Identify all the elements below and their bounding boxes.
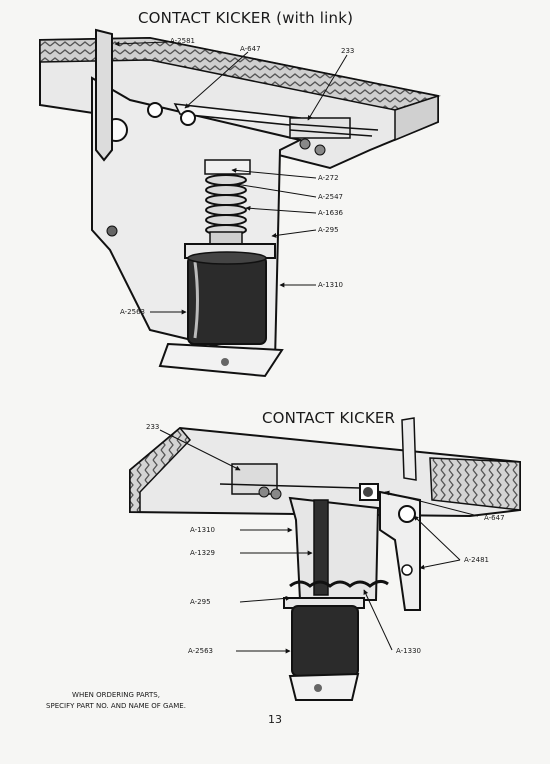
coil-base-plate-top [158, 342, 284, 378]
top-assembly [39, 28, 441, 378]
spring-a1636 [205, 174, 247, 236]
mount-screw-top [106, 225, 118, 237]
label-a1330: A-1330 [396, 647, 421, 655]
bottom-assembly [129, 417, 521, 701]
top-leader-lines [114, 41, 348, 315]
label-a647-top: A-647 [240, 45, 261, 53]
spring-a1330 [289, 579, 389, 588]
label-a1310-bottom: A-1310 [190, 526, 215, 534]
bottom-leader-lines [159, 429, 479, 654]
diagram-title-bottom: CONTACT KICKER [262, 409, 396, 427]
label-a2547: A-2547 [318, 193, 343, 201]
switch-stack-233-bottom [231, 463, 278, 495]
label-233-bottom: 233 [146, 423, 160, 431]
board-edge-top [394, 94, 439, 142]
board-wood-grain-bottom [129, 426, 192, 513]
label-a295-top: A-295 [318, 226, 339, 234]
label-a2563-bottom: A-2563 [188, 647, 213, 655]
coil-a2563-top [187, 255, 267, 345]
label-a1329: A-1329 [190, 549, 215, 557]
label-a295-bottom: A-295 [190, 598, 211, 606]
plunger-a1329 [313, 499, 329, 596]
ordering-note-line-2: SPECIFY PART NO. AND NAME OF GAME. [46, 702, 186, 710]
page-number: 13 [268, 713, 282, 726]
label-a1310-top: A-1310 [318, 281, 343, 289]
label-a1636: A-1636 [318, 209, 343, 217]
label-a2481: A-2481 [464, 556, 489, 564]
label-a2563-top: A-2563 [120, 308, 145, 316]
link-arm-a2581 [95, 28, 113, 162]
label-a272: A-272 [318, 174, 339, 182]
diagram-title-top: CONTACT KICKER (with link) [138, 9, 354, 27]
coil-a2563-bottom [291, 605, 359, 677]
label-233-top: 233 [341, 47, 355, 55]
label-a2581: A-2581 [170, 37, 195, 45]
label-a647-bottom: A-647 [484, 514, 505, 522]
ordering-note: WHEN ORDERING PARTS, SPECIFY PART NO. AN… [26, 690, 206, 712]
ordering-note-line-1: WHEN ORDERING PARTS, [72, 691, 160, 699]
